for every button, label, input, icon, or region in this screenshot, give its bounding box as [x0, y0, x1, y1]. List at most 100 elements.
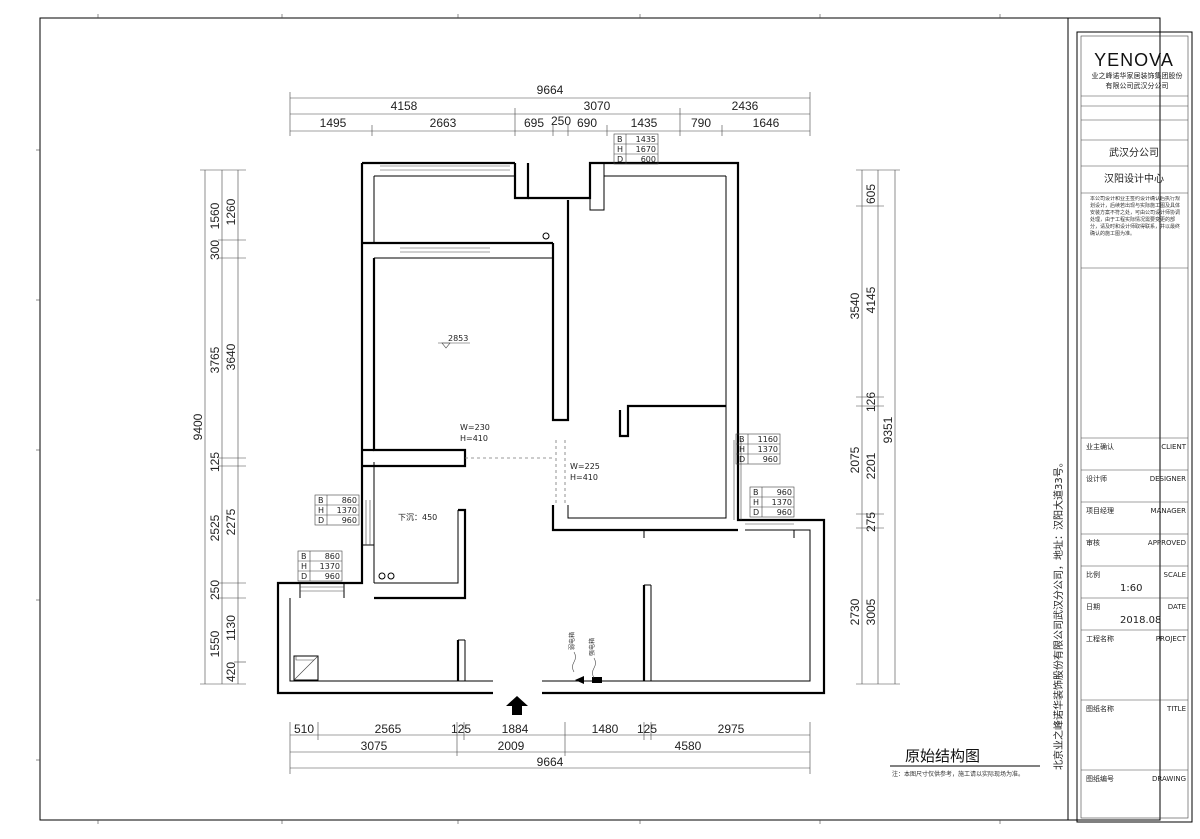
disclaimer-box: 本公司设计和业主签约设计确认后执行规划设计，后续若出现与实际施工图及具体安装方案… [1090, 196, 1181, 237]
title-block-row-en: CLIENT [1161, 443, 1187, 451]
left-fine-dim: 1260 [224, 198, 238, 225]
window-spec-value: 1670 [636, 145, 656, 154]
window-spec-value: 860 [342, 496, 357, 505]
openings-dashed [465, 440, 566, 505]
right-mid-dim: 126 [864, 392, 878, 412]
bottom-fine-dim: 1884 [502, 722, 529, 736]
left-mid-dim: 2525 [208, 514, 222, 541]
drawing-title-text: 原始结构图 [905, 747, 980, 765]
right-fine-dim: 2730 [848, 598, 862, 625]
window-spec-value: 960 [777, 488, 792, 497]
drawing-note: 注：本图尺寸仅供参考，施工请以实际现场为准。 [892, 770, 1024, 778]
right-dimensions: 3540 2075 2730 605 4145 126 2201 275 300… [848, 169, 900, 685]
bottom-total-dim: 9664 [537, 755, 564, 769]
window-spec-key: D [318, 516, 324, 525]
disclaimer-text: 本公司设计和业主签约设计确认后执行规划设计，后续若出现与实际施工图及具体安装方案… [1090, 196, 1181, 237]
window-spec-key: D [301, 572, 307, 581]
left-mid-dim: 125 [208, 452, 222, 472]
bottom-mid-dim: 4580 [675, 739, 702, 753]
title-block-row-label: 比例 [1086, 570, 1100, 579]
title-block-row-value: 1:60 [1120, 583, 1142, 594]
top-fine-dim: 1435 [631, 116, 658, 130]
title-block-row-label: 工程名称 [1086, 634, 1114, 643]
left-fine-dim: 2275 [224, 508, 238, 535]
bottom-mid-dim: 2009 [498, 739, 525, 753]
left-mid-dim: 300 [208, 240, 222, 260]
window-spec-value: 1370 [320, 562, 340, 571]
drawing-title: 原始结构图 注：本图尺寸仅供参考，施工请以实际现场为准。 [890, 747, 1040, 778]
weak-current-label: 弱电箱 [568, 632, 576, 650]
window-spec-value: 960 [342, 516, 357, 525]
title-block-row-label: 审核 [1086, 538, 1100, 547]
company-logo: YENOVA [1094, 50, 1174, 70]
window-spec-key: B [301, 552, 307, 561]
title-block-row-en: DESIGNER [1150, 475, 1186, 483]
floor-drain-icon [542, 232, 550, 240]
design-center: 汉阳设计中心 [1104, 172, 1164, 185]
bottom-fine-dim: 1480 [592, 722, 619, 736]
left-fine-dim: 1130 [224, 615, 238, 641]
window-spec-value: 960 [777, 508, 792, 517]
left-total-dim: 9400 [191, 413, 205, 440]
bottom-dimensions: 510 2565 125 1884 1480 125 2975 3075 200… [289, 722, 811, 774]
bottom-mid-dim: 3075 [361, 739, 388, 753]
top-mid-dim: 2436 [732, 99, 759, 113]
weak-current-box-icon [575, 676, 584, 684]
window-spec-value: 1370 [337, 506, 357, 515]
bottom-fine-dim: 2565 [375, 722, 402, 736]
left-fine-dim: 3640 [224, 343, 238, 370]
right-total-dim: 9351 [881, 416, 895, 443]
opening1-width: W=230 [460, 423, 490, 432]
left-dimensions: 9400 1560 300 3765 125 2525 250 1550 126… [191, 169, 246, 685]
title-block-row-label: 业主确认 [1086, 442, 1114, 451]
entrance-arrow-icon [506, 696, 528, 715]
water-heater-box [293, 655, 319, 681]
top-fine-dim: 790 [691, 116, 711, 130]
window-spec-value: 1370 [772, 498, 792, 507]
level-mark: 2853 [448, 334, 468, 343]
title-block-row: 项目经理 MANAGER [1081, 501, 1188, 515]
window-spec-key: H [739, 445, 745, 454]
right-mid-dim: 2201 [864, 452, 878, 479]
top-fine-dim: 690 [577, 116, 597, 130]
opening2-height: H=410 [570, 473, 598, 482]
window-spec-key: H [753, 498, 759, 507]
fixtures: 弱电箱 强电箱 [293, 232, 602, 715]
title-block-row-en: DATE [1168, 603, 1186, 611]
annotations: 2853 W=230 H=410 W=225 H=410 下沉：450 [398, 334, 600, 522]
right-mid-dim: 3005 [864, 598, 878, 625]
title-block-row-en: PROJECT [1156, 635, 1187, 643]
opening2-width: W=225 [570, 462, 600, 471]
title-block-row-label: 项目经理 [1086, 506, 1114, 515]
top-fine-dim: 2663 [430, 116, 457, 130]
window-spec-value: 960 [325, 572, 340, 581]
window-spec-value: 600 [641, 155, 656, 164]
left-mid-dim: 1560 [208, 202, 222, 229]
top-total-dim: 9664 [537, 83, 564, 97]
window-spec-value: 960 [763, 455, 778, 464]
left-mid-dim: 1550 [208, 630, 222, 657]
sheet-edge-ticks [36, 14, 1001, 824]
strong-current-label: 强电箱 [588, 638, 596, 656]
top-mid-dim: 4158 [391, 99, 418, 113]
title-block-row-en: MANAGER [1151, 507, 1187, 515]
top-fine-dim: 1495 [320, 116, 347, 130]
floor-drain-icon [387, 572, 395, 580]
title-block-row: 业主确认 CLIENT [1081, 437, 1188, 451]
title-block: YENOVA 业之峰诺华家居装饰集团股份 有限公司武汉分公司 武汉分公司 汉阳设… [1076, 31, 1193, 823]
top-fine-dim: 695 [524, 116, 544, 130]
window-spec-key: B [318, 496, 324, 505]
window-spec-key: D [617, 155, 623, 164]
window-spec-value: 1160 [758, 435, 778, 444]
window-spec-value: 1370 [758, 445, 778, 454]
